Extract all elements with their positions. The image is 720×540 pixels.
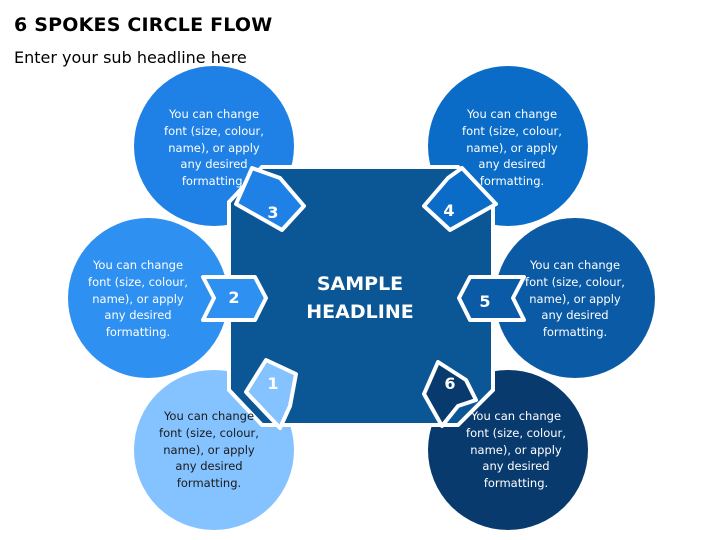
spoke-1-text-line: formatting. bbox=[176, 476, 242, 491]
spoke-4-text: You can change font (size, colour, name)… bbox=[457, 106, 567, 190]
spoke-4-text-line: any desired bbox=[478, 157, 546, 172]
spoke-1-text: You can change font (size, colour, name)… bbox=[154, 408, 264, 492]
spoke-1-arrow bbox=[244, 358, 298, 430]
spoke-1-text-line: any desired bbox=[175, 459, 243, 474]
spoke-2-text-line: font (size, colour, bbox=[88, 274, 188, 289]
spoke-3-text-line: font (size, colour, bbox=[164, 123, 264, 138]
spoke-4-arrow bbox=[422, 166, 498, 232]
spoke-4-text-line: name), or apply bbox=[466, 140, 558, 155]
spoke-6-number: 6 bbox=[444, 374, 456, 393]
spoke-5-text-line: any desired bbox=[541, 308, 609, 323]
spoke-3-text-line: name), or apply bbox=[168, 140, 260, 155]
spoke-2-text-line: any desired bbox=[104, 308, 172, 323]
spoke-3-text: You can change font (size, colour, name)… bbox=[159, 106, 269, 190]
spoke-2-text-line: You can change bbox=[92, 258, 184, 272]
spoke-1-text-line: You can change bbox=[163, 409, 255, 423]
spoke-1-text-line: font (size, colour, bbox=[159, 425, 259, 440]
spoke-5-text-line: name), or apply bbox=[529, 291, 621, 306]
center-headline-line1: SAMPLE bbox=[316, 273, 404, 295]
spoke-3-text-line: formatting. bbox=[181, 174, 247, 189]
spoke-1-text-line: name), or apply bbox=[163, 442, 255, 457]
center-headline-line2: HEADLINE bbox=[306, 301, 414, 323]
spoke-5-circle bbox=[495, 218, 655, 378]
spoke-2-number: 2 bbox=[228, 288, 240, 307]
page-subtitle: Enter your sub headline here bbox=[14, 48, 247, 67]
spoke-5-text-line: formatting. bbox=[542, 325, 608, 340]
spoke-2-arrow bbox=[201, 275, 268, 322]
spoke-4-text-line: You can change bbox=[466, 107, 558, 121]
spoke-4-text-line: font (size, colour, bbox=[462, 123, 562, 138]
spoke-6-text-line: You can change bbox=[470, 409, 562, 423]
spoke-6-arrow bbox=[422, 360, 478, 428]
spoke-6-text-line: any desired bbox=[482, 459, 550, 474]
spoke-5-text-line: You can change bbox=[529, 258, 621, 272]
spoke-3-arrow bbox=[234, 166, 306, 232]
spoke-3-text-line: You can change bbox=[168, 107, 260, 121]
spoke-5-number: 5 bbox=[479, 292, 491, 311]
center-headline: SAMPLE HEADLINE bbox=[285, 270, 435, 326]
spoke-6-text-line: formatting. bbox=[483, 476, 549, 491]
spoke-2-text-line: name), or apply bbox=[92, 291, 184, 306]
spoke-3-text-line: any desired bbox=[180, 157, 248, 172]
spoke-2-circle bbox=[68, 218, 228, 378]
spoke-5-text: You can change font (size, colour, name)… bbox=[520, 257, 630, 341]
spoke-4-text-line: formatting. bbox=[479, 174, 545, 189]
spoke-5-text-line: font (size, colour, bbox=[525, 274, 625, 289]
spoke-2-text-line: formatting. bbox=[105, 325, 171, 340]
spoke-2-text: You can change font (size, colour, name)… bbox=[83, 257, 193, 341]
page-title: 6 SPOKES CIRCLE FLOW bbox=[14, 14, 273, 36]
spoke-6-text-line: name), or apply bbox=[470, 442, 562, 457]
spoke-5-arrow bbox=[457, 275, 526, 322]
spoke-4-number: 4 bbox=[443, 201, 455, 220]
spoke-1-number: 1 bbox=[267, 374, 279, 393]
spoke-6-text-line: font (size, colour, bbox=[466, 425, 566, 440]
spoke-6-text: You can change font (size, colour, name)… bbox=[461, 408, 571, 492]
spoke-3-number: 3 bbox=[267, 203, 279, 222]
